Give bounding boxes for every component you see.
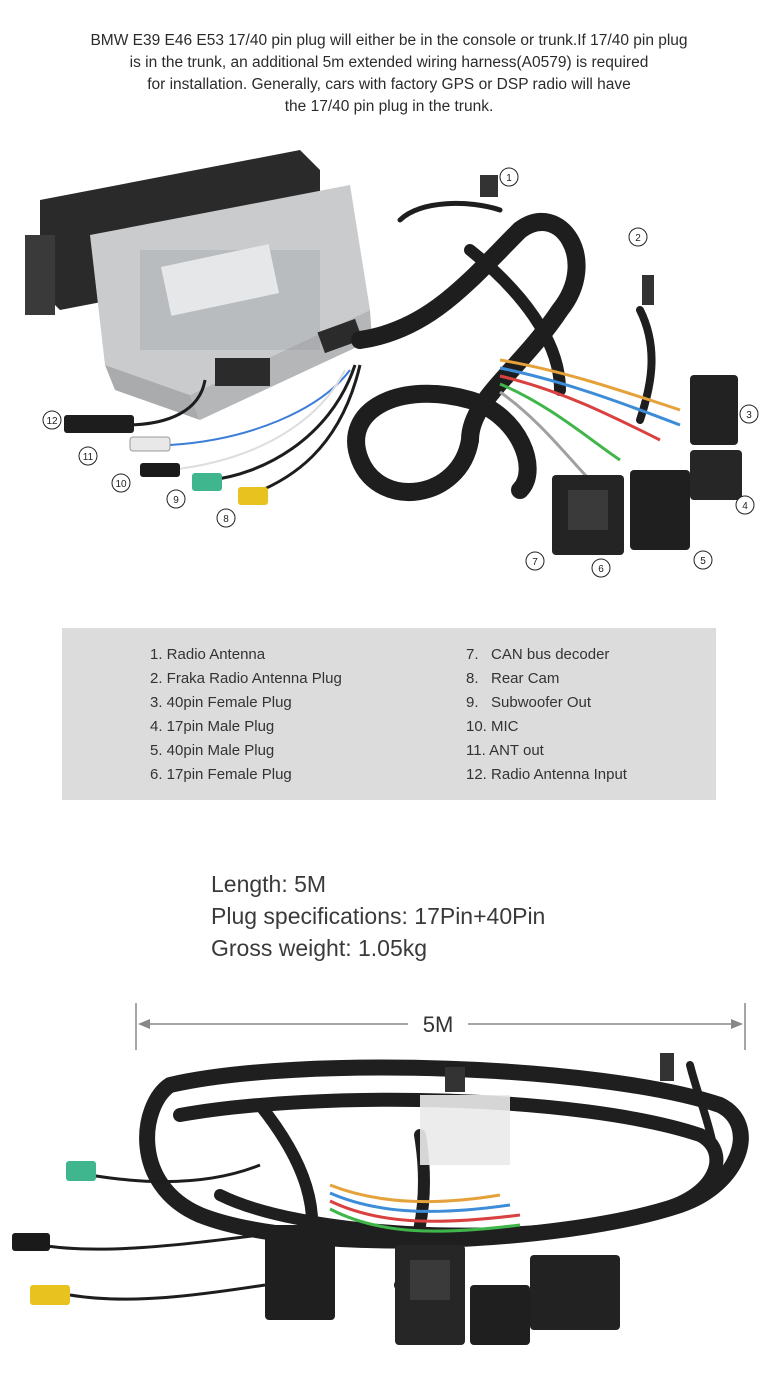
legend-item: 11. ANT out — [466, 742, 544, 759]
legend-item: 5. 40pin Male Plug — [150, 742, 275, 759]
spec-list: Length: 5M Plug specifications: 17Pin+40… — [211, 868, 545, 964]
head-unit-image — [25, 150, 372, 420]
white-tape — [420, 1095, 510, 1165]
legend-item: 10. MIC — [466, 718, 519, 735]
callout-4: 4 — [742, 501, 748, 512]
callout-11: 11 — [83, 452, 94, 463]
harness-coil-photo — [12, 1053, 749, 1345]
parts-legend: 1. Radio Antenna 2. Fraka Radio Antenna … — [62, 628, 716, 800]
dimension-label: 5M — [408, 1012, 468, 1038]
legend-item: 7. CAN bus decoder — [466, 646, 610, 663]
spec-weight: Gross weight: 1.05kg — [211, 935, 428, 961]
head-unit-harness-photo — [25, 150, 742, 555]
callout-3: 3 — [746, 410, 752, 421]
callout-1: 1 — [506, 173, 512, 184]
legend-item: 4. 17pin Male Plug — [150, 718, 275, 735]
spec-plug: Plug specifications: 17Pin+40Pin — [211, 903, 546, 929]
callout-12: 12 — [46, 416, 58, 427]
fakra-plug-image — [642, 275, 654, 305]
intro-line: for installation. Generally, cars with f… — [147, 76, 631, 93]
connector-images — [552, 375, 742, 555]
callout-2: 2 — [635, 233, 641, 244]
legend-item: 9. Subwoofer Out — [466, 694, 592, 711]
legend-item: 2. Fraka Radio Antenna Plug — [150, 670, 342, 687]
callout-8: 8 — [223, 514, 229, 525]
tail-cables — [124, 364, 362, 497]
callout-10: 10 — [115, 479, 127, 490]
intro-line: BMW E39 E46 E53 17/40 pin plug will eith… — [90, 32, 688, 49]
legend-column-right: 7. CAN bus decoder 8. Rear Cam 9. Subwoo… — [466, 643, 627, 787]
legend-item: 8. Rear Cam — [466, 670, 560, 687]
intro-line: is in the trunk, an additional 5m extend… — [129, 54, 649, 71]
callout-7: 7 — [532, 557, 538, 568]
intro-text: BMW E39 E46 E53 17/40 pin plug will eith… — [0, 30, 778, 118]
tail-plug-images — [64, 415, 268, 505]
legend-item: 1. Radio Antenna — [150, 646, 266, 663]
intro-line: the 17/40 pin plug in the trunk. — [284, 98, 494, 115]
spec-length: Length: 5M — [211, 871, 327, 897]
callout-6: 6 — [598, 564, 604, 575]
callout-9: 9 — [173, 495, 179, 506]
antenna-plug-image — [480, 175, 498, 197]
callout-markers: 1 2 3 4 5 6 7 8 9 10 11 12 — [42, 167, 759, 578]
legend-item: 3. 40pin Female Plug — [150, 694, 292, 711]
legend-item: 12. Radio Antenna Input — [466, 766, 627, 783]
wire-bundle-image — [499, 358, 681, 482]
harness-image — [347, 201, 656, 501]
legend-column-left: 1. Radio Antenna 2. Fraka Radio Antenna … — [150, 643, 342, 787]
callout-5: 5 — [700, 556, 706, 567]
legend-item: 6. 17pin Female Plug — [150, 766, 292, 783]
